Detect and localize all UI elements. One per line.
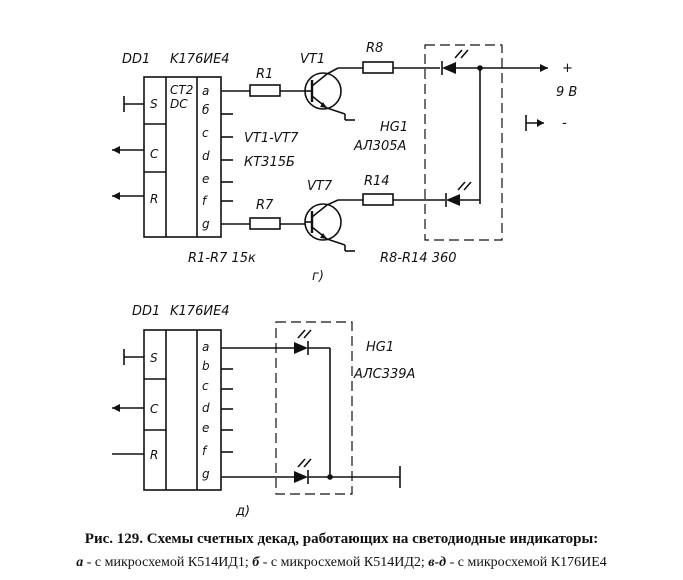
top-out-f: f — [202, 194, 208, 208]
supply-voltage: 9 В — [556, 85, 577, 100]
figure-caption-subtitle: а - с микросхемой К514ИД1; б - с микросх… — [0, 555, 683, 571]
caption-text-b: - с микросхемой К514ИД2; — [259, 555, 429, 570]
bottom-hg1-label: HG1 — [366, 340, 394, 355]
caption-text-a: - с микросхемой К514ИД1; — [83, 555, 253, 570]
r8-resistor — [362, 61, 394, 74]
r8-r14-value: R8-R14 360 — [380, 251, 457, 266]
bottom-led-top — [294, 329, 330, 355]
bottom-out-f: f — [202, 444, 208, 458]
r7-resistor — [249, 217, 281, 230]
top-out-c: c — [202, 126, 209, 140]
bottom-chip-label: DD1 — [132, 304, 160, 319]
r8-label: R8 — [366, 41, 383, 56]
bottom-output-pins: a b c d e f g — [202, 340, 233, 481]
top-out-d: d — [202, 149, 210, 163]
bottom-hg1-box — [275, 321, 353, 495]
caption-text-vd: - с микросхемой К176ИЕ4 — [446, 555, 607, 570]
bottom-chip-body — [143, 329, 222, 491]
top-out-b: б — [202, 103, 210, 117]
vt7-label: VT7 — [307, 179, 333, 194]
r14-label: R14 — [364, 174, 390, 189]
bottom-schematic: DD1 K176ИЕ4 S C R a b c d e f g — [112, 304, 415, 519]
schematic-diagram: DD1 K176ИЕ4 S C R CT2 DC a б c d e f g — [112, 41, 577, 519]
top-out-e: e — [202, 172, 209, 186]
bottom-pin-c: C — [150, 402, 159, 416]
bottom-out-d: d — [202, 401, 210, 415]
bottom-hg1-type: АЛС339А — [353, 367, 415, 382]
vt7-transistor — [304, 199, 355, 252]
bottom-out-b: b — [202, 359, 210, 373]
top-panel-letter: г) — [312, 269, 324, 284]
bottom-pin-s: S — [150, 351, 158, 365]
bottom-pin-r: R — [150, 448, 158, 462]
top-chip-label: DD1 — [122, 52, 150, 67]
vt-type-label: КТ315Б — [244, 155, 295, 170]
top-schematic: DD1 K176ИЕ4 S C R CT2 DC a б c d e f g — [112, 41, 577, 284]
r1-resistor — [249, 84, 281, 97]
r7-label: R7 — [256, 198, 274, 213]
bottom-out-a: a — [202, 340, 209, 354]
top-inner-dc: DC — [170, 97, 188, 111]
top-pin-r: R — [150, 192, 158, 206]
r14-resistor — [362, 193, 394, 206]
bottom-chip-type: K176ИЕ4 — [170, 304, 230, 319]
supply-plus: + — [562, 61, 573, 76]
vt-range-label: VT1-VT7 — [244, 131, 299, 146]
caption-key-a: а — [76, 555, 84, 570]
caption-key-b: б — [252, 555, 260, 570]
bottom-out-c: c — [202, 379, 209, 393]
top-inner-ct2: CT2 — [170, 83, 193, 97]
top-chip-body — [143, 76, 222, 238]
supply-minus: - — [562, 116, 567, 131]
vt1-label: VT1 — [300, 52, 325, 67]
vt1-transistor — [304, 67, 355, 121]
led-top — [441, 49, 480, 75]
caption-key-vd: в-д — [428, 555, 447, 570]
top-pin-c: C — [150, 147, 159, 161]
top-pin-s: S — [150, 97, 158, 111]
top-out-a: a — [202, 84, 209, 98]
led-bottom — [445, 181, 480, 207]
top-hg1-label: HG1 — [380, 120, 408, 135]
top-output-pins: a б c d e f g — [202, 84, 233, 231]
r1-label: R1 — [256, 67, 273, 82]
r1-r7-value: R1-R7 15к — [188, 251, 256, 266]
top-hg1-box — [424, 44, 503, 241]
bottom-led-bottom — [294, 458, 312, 484]
bottom-out-g: g — [202, 467, 210, 481]
top-hg1-type: АЛ305А — [353, 139, 406, 154]
bottom-out-e: e — [202, 421, 209, 435]
top-out-g: g — [202, 217, 210, 231]
figure-caption-title: Рис. 129. Схемы счетных декад, работающи… — [84, 531, 599, 547]
bottom-panel-letter: д) — [235, 504, 250, 519]
top-chip-type: K176ИЕ4 — [170, 52, 230, 67]
